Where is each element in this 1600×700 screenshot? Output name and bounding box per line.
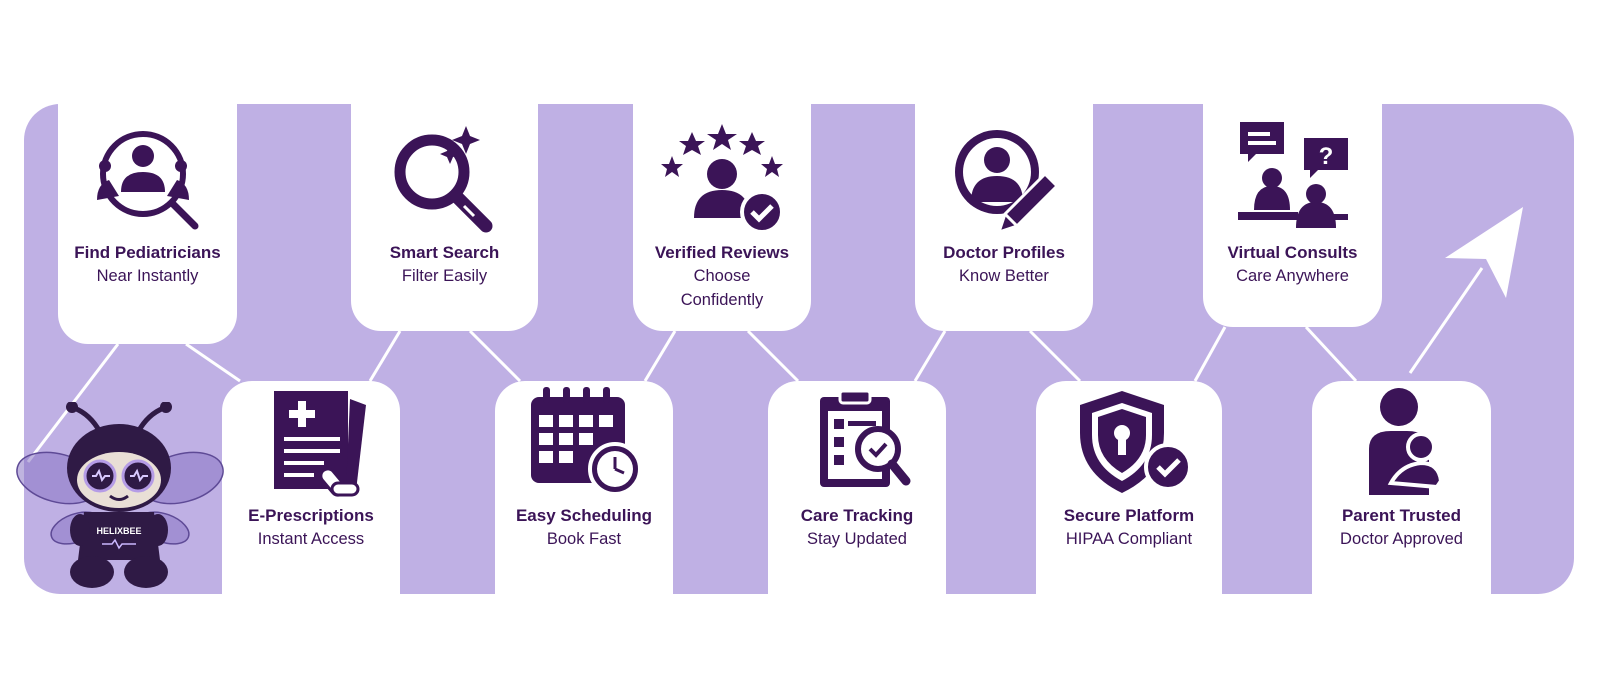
doctor-search-icon <box>96 131 198 230</box>
step-subtitle: Book Fast <box>546 530 622 548</box>
step-subtitle: Filter Easily <box>401 267 488 285</box>
shield-lock-icon <box>1080 391 1192 493</box>
step-subtitle: Choose Confidently <box>680 267 764 309</box>
helixbee-mascot: HELIXBEE <box>16 402 224 588</box>
step-title: Smart Search <box>389 243 500 262</box>
step-subtitle: Care Anywhere <box>1236 267 1349 285</box>
calendar-clock-icon <box>531 387 642 496</box>
step-card-e-prescriptions: E-Prescriptions Instant Access <box>222 381 400 594</box>
step-title: Parent Trusted <box>1341 506 1462 525</box>
parent-child-icon <box>1368 388 1443 495</box>
step-card-virtual-consults: ? Virtual Consults Care Anywhere <box>1203 104 1382 327</box>
step-card-parent-trusted: Parent Trusted Doctor Approved <box>1312 381 1491 594</box>
step-subtitle: Near Instantly <box>96 267 199 285</box>
mascot-label: HELIXBEE <box>96 526 141 536</box>
step-card-doctor-profiles: Doctor Profiles Know Better <box>915 104 1093 331</box>
step-title: Virtual Consults <box>1227 243 1358 262</box>
svg-text:?: ? <box>1318 143 1333 170</box>
step-card-easy-scheduling: Easy Scheduling Book Fast <box>495 381 673 594</box>
step-subtitle: Know Better <box>959 267 1049 285</box>
step-card-smart-search: Smart Search Filter Easily <box>351 104 538 331</box>
step-subtitle: HIPAA Compliant <box>1065 530 1193 548</box>
step-title: Easy Scheduling <box>515 506 653 525</box>
prescription-icon <box>274 391 366 497</box>
chat-consult-icon: ? <box>1237 122 1348 228</box>
step-title: E-Prescriptions <box>248 506 374 525</box>
step-title: Verified Reviews <box>654 243 790 262</box>
profile-edit-icon <box>955 130 1060 234</box>
step-card-verified-reviews: Verified Reviews Choose Confidently <box>633 104 811 331</box>
star-review-icon <box>661 124 784 234</box>
step-card-find-pediatricians: Find Pediatricians Near Instantly <box>58 104 237 344</box>
step-subtitle: Stay Updated <box>807 530 907 548</box>
step-title: Care Tracking <box>800 506 914 525</box>
sparkle-magnifier-icon <box>394 126 492 233</box>
step-title: Find Pediatricians <box>74 243 221 262</box>
step-title: Doctor Profiles <box>943 243 1065 262</box>
step-title: Secure Platform <box>1063 506 1195 525</box>
step-card-care-tracking: Care Tracking Stay Updated <box>768 381 946 594</box>
step-subtitle: Instant Access <box>257 530 365 548</box>
step-subtitle: Doctor Approved <box>1340 530 1463 548</box>
step-card-secure-platform: Secure Platform HIPAA Compliant <box>1036 381 1222 594</box>
clipboard-check-icon <box>820 389 911 487</box>
